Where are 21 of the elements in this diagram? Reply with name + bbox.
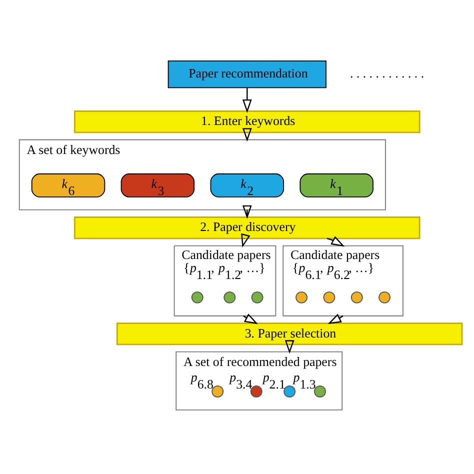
node-circle: [191, 290, 204, 303]
node-circle: [212, 385, 224, 397]
label: . . . . . . . . . . . .: [350, 66, 424, 80]
node-circle: [350, 290, 363, 303]
arrow: [241, 232, 250, 248]
node-circle: [251, 290, 264, 303]
arrow: [242, 128, 252, 142]
arrow: [328, 313, 344, 324]
node-circle: [224, 290, 236, 303]
node-circle: [284, 385, 296, 397]
node-circle: [323, 290, 336, 303]
arrow: [242, 87, 252, 112]
arrow: [326, 236, 345, 246]
node-circle: [250, 385, 262, 397]
node-circle: [314, 385, 326, 397]
node-circle: [378, 290, 391, 303]
arrow: [243, 313, 258, 324]
arrow: [242, 204, 252, 218]
node-box: Paper recommendation: [168, 60, 326, 88]
arrow: [284, 340, 294, 354]
node-circle: [296, 290, 308, 303]
